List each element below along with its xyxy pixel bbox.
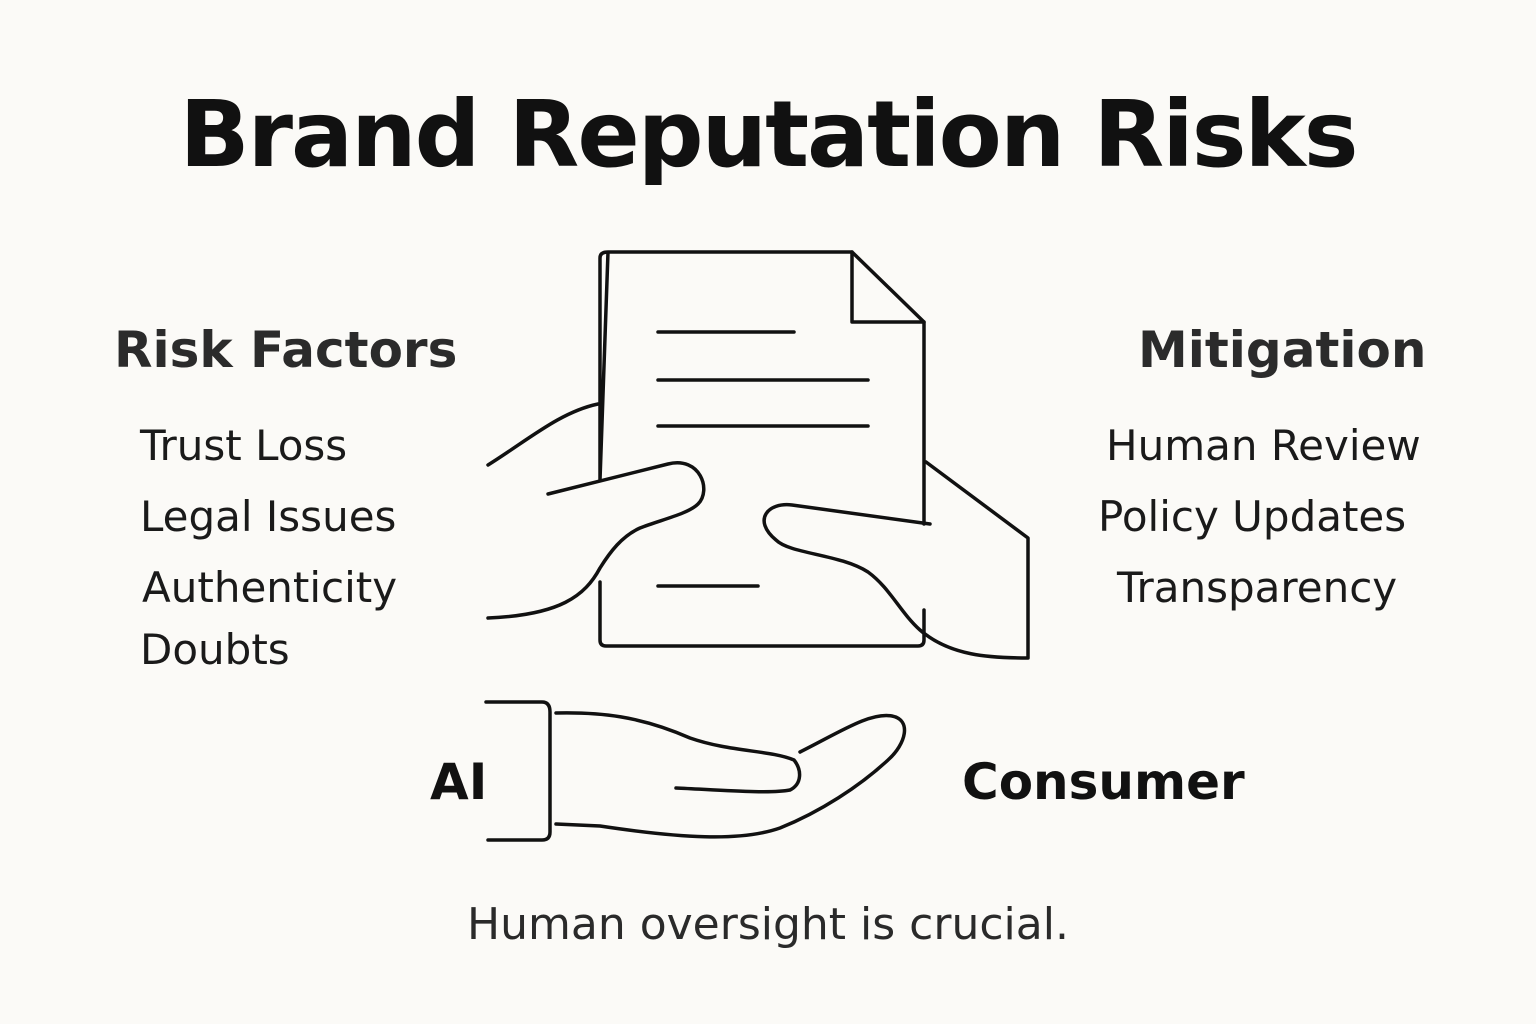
actor-consumer-label: Consumer [962, 753, 1245, 811]
actor-ai-label: AI [430, 753, 488, 811]
document-sheet [598, 250, 926, 648]
document-folded-corner [850, 250, 926, 324]
risk-item-authenticity: Authenticity [142, 563, 398, 612]
risk-item-doubts: Doubts [140, 625, 290, 674]
caption: Human oversight is crucial. [467, 899, 1069, 950]
risk-factors-heading: Risk Factors [114, 321, 458, 379]
open-hand-icon [484, 700, 907, 842]
open-hand-palm [554, 711, 907, 839]
mitigation-item-transparency: Transparency [1117, 563, 1398, 612]
mitigation-item-human-review: Human Review [1106, 421, 1421, 470]
hand-cuff [484, 700, 552, 842]
risk-item-trust-loss: Trust Loss [140, 421, 348, 470]
hands-holding-document-icon [486, 250, 1030, 660]
left-hand [486, 402, 706, 620]
right-hand [762, 460, 1030, 660]
risk-item-legal-issues: Legal Issues [140, 492, 397, 541]
mitigation-heading: Mitigation [1138, 321, 1427, 379]
mitigation-item-policy-updates: Policy Updates [1098, 492, 1407, 541]
page-title: Brand Reputation Risks [179, 81, 1359, 188]
